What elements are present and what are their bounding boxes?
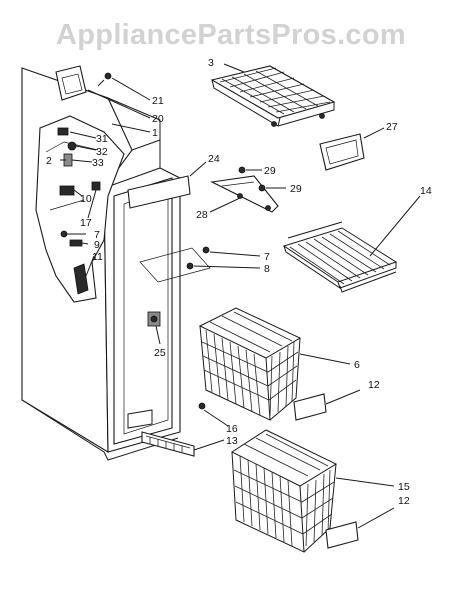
callout-6: 6	[354, 359, 360, 371]
callout-31: 31	[96, 133, 108, 145]
part-7-screw-b	[202, 246, 210, 254]
callout-14: 14	[420, 185, 432, 197]
part-28-bracket	[210, 166, 279, 213]
callout-21: 21	[152, 95, 164, 107]
part-3-shelf	[210, 65, 336, 127]
callout-10: 10	[80, 193, 92, 205]
part-9-bracket	[69, 239, 83, 247]
callout-17: 17	[80, 217, 92, 229]
callout-13: 13	[226, 435, 238, 447]
part-25-socket	[147, 311, 161, 327]
callout-24: 24	[208, 153, 220, 165]
callout-11: 11	[92, 251, 103, 263]
callout-29-b: 29	[290, 183, 302, 195]
callout-25: 25	[154, 347, 166, 359]
part-27-slide	[319, 133, 365, 171]
callout-3: 3	[208, 57, 214, 69]
leader-lines	[60, 63, 421, 529]
callout-20: 20	[152, 113, 164, 125]
callout-33: 33	[92, 157, 104, 169]
part-11-wire	[73, 263, 89, 295]
part-20-bracket	[55, 65, 87, 101]
part-12-handle-b	[325, 521, 359, 549]
callout-27: 27	[386, 121, 398, 133]
part-15-basket	[230, 429, 338, 553]
cover-outline	[139, 247, 211, 283]
callout-2: 2	[46, 155, 52, 167]
part-8-screw	[186, 262, 194, 270]
callouts: 3 21 20 1 31 32 2 33 10 17 7 9 11 27 24 …	[46, 57, 432, 507]
callout-7: 7	[94, 229, 100, 241]
callout-7-b: 7	[264, 251, 270, 263]
watermark-text: AppliancePartsPros.com	[56, 19, 406, 51]
callout-8: 8	[264, 263, 270, 275]
callout-15: 15	[398, 481, 410, 493]
part-17-clip	[91, 181, 101, 191]
part-16-screw	[198, 402, 206, 410]
part-31-clip	[57, 127, 69, 136]
callout-12-a: 12	[368, 379, 380, 391]
part-32-screw	[67, 141, 77, 151]
callout-28: 28	[196, 209, 208, 221]
part-24-shroud	[127, 175, 191, 209]
callout-12-b: 12	[398, 495, 410, 507]
part-10-bulb	[59, 185, 75, 196]
part-14-wire-shelf	[282, 221, 398, 293]
part-6-basket	[198, 307, 302, 421]
callout-9: 9	[94, 239, 100, 251]
part-13-trim	[141, 431, 195, 457]
part-21-screw	[97, 72, 112, 87]
callout-16: 16	[226, 423, 238, 435]
callout-32: 32	[96, 146, 108, 158]
callout-1: 1	[152, 127, 158, 139]
callout-29-a: 29	[264, 165, 276, 177]
part-12-handle-a	[293, 393, 327, 421]
